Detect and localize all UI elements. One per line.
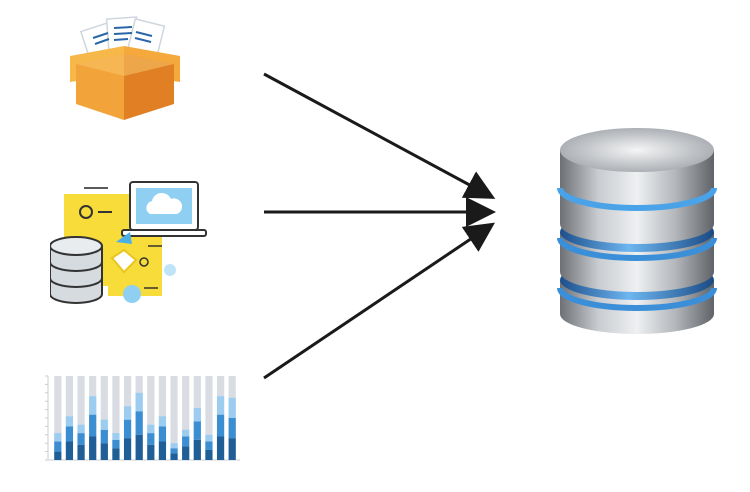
bar-segment [228,397,236,418]
arrow-chart-to-database [263,222,495,380]
bar-segment [100,443,108,460]
bar-segment [205,441,213,450]
bar-segment [147,444,155,460]
bar-segment [77,444,85,460]
bar-segment [65,441,74,460]
documents-box-icon [66,12,184,122]
bar-segment [77,424,85,434]
bar-segment [65,416,74,427]
bar-segment [170,448,178,454]
cloud-data-icon [49,180,208,308]
chart-bars [54,376,236,460]
bar-background [100,376,108,460]
bar-segment [135,434,143,460]
bar-segment [170,453,178,460]
bar-segment [89,396,97,415]
bar-segment [216,436,225,460]
bar-segment [205,434,213,442]
bar-segment [193,407,201,422]
bar-segment [228,438,236,460]
bar-segment [147,433,155,445]
bar-segment [100,419,108,430]
bar-segment [182,436,190,447]
bar-segment [216,396,225,415]
arrow-documents-to-database [263,72,496,199]
bar-background [205,376,213,460]
database-icon [552,120,722,340]
bar-segment [147,424,155,434]
bar-chart [45,375,240,461]
bar-segment [100,429,108,444]
small-database-icon [49,236,103,304]
bar-segment [158,441,167,460]
bar-segment [216,414,225,437]
bar-background [54,376,62,460]
bar-segment [112,448,120,460]
bar-segment [89,436,97,460]
bar-chart-icon [34,372,244,472]
bar-segment [123,438,132,460]
laptop-icon [121,181,207,237]
bar-segment [54,441,62,452]
bar-segment [182,429,190,437]
bar-segment [77,433,85,445]
bar-segment [158,416,167,427]
bar-segment [54,451,62,460]
bar-segment [205,449,213,460]
bar-background [170,376,178,460]
bar-segment [193,421,201,440]
bar-segment [123,406,132,420]
bar-segment [112,433,120,440]
bar-segment [89,414,97,437]
bar-segment [158,426,167,442]
bar-segment [135,411,143,435]
bar-segment [123,419,132,439]
bar-segment [228,418,236,439]
bar-segment [135,392,143,412]
bar-background [77,376,85,460]
bar-segment [182,446,190,460]
bar-segment [170,443,178,449]
bar-background [182,376,190,460]
bar-segment [54,433,62,442]
bar-background [112,376,120,460]
bar-segment [193,439,201,460]
bar-segment [65,426,74,442]
y-axis-ticks [45,375,48,461]
bar-background [147,376,155,460]
bar-segment [112,439,120,449]
